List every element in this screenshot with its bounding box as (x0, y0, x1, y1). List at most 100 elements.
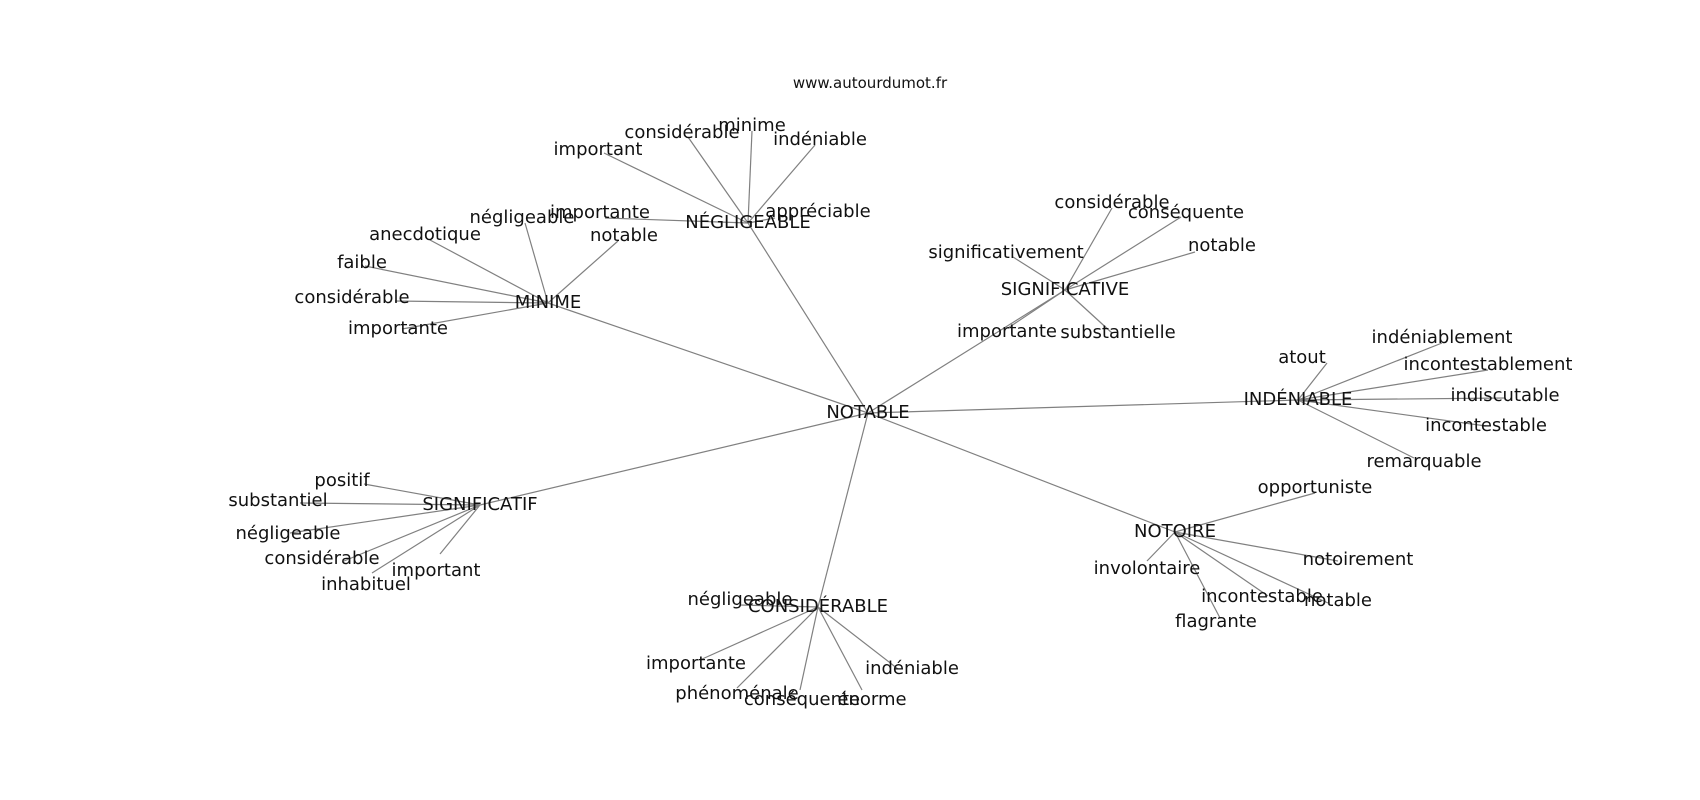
node-leaf-notoire-incontestable[interactable]: incontestable (1201, 586, 1323, 607)
edge-indeniable-remarquable (1297, 399, 1415, 459)
edge-notable-significative (867, 289, 1066, 414)
node-leaf-significative-considerable[interactable]: considérable (1054, 192, 1169, 213)
edge-notable-notoire (867, 412, 1176, 533)
edge-notable-negligeable (747, 222, 869, 414)
edge-negligeable-indeniable (747, 144, 816, 224)
node-leaf-notoire-notoirement[interactable]: notoirement (1303, 549, 1414, 570)
edge-indeniable-atout (1297, 362, 1328, 401)
node-leaf-minime-faible[interactable]: faible (337, 252, 387, 273)
node-hub-negligeable[interactable]: NÉGLIGEABLE (685, 211, 811, 233)
edge-significatif-inhabituel (371, 504, 481, 574)
graph-edges (289, 130, 1506, 691)
edge-significatif-considerable (343, 504, 481, 562)
edge-minime-anecdotique (429, 239, 549, 304)
edge-significative-consequente (1064, 216, 1182, 291)
node-center-notable[interactable]: NOTABLE (826, 402, 909, 423)
edge-significatif-positif (363, 483, 481, 506)
node-leaf-significative-notable[interactable]: notable (1188, 235, 1256, 256)
node-hub-notoire[interactable]: NOTOIRE (1134, 521, 1216, 542)
node-leaf-significative-significativement[interactable]: significativement (928, 242, 1083, 263)
node-leaf-considerable-consequente[interactable]: conséquente (744, 689, 860, 710)
node-leaf-significatif-inhabituel[interactable]: inhabituel (321, 574, 411, 595)
node-leaf-indeniable-incontestablement[interactable]: incontestablement (1404, 354, 1573, 375)
node-leaf-considerable-enorme[interactable]: énorme (837, 689, 906, 710)
edge-notable-considerable (817, 412, 869, 608)
node-hub-minime[interactable]: MINIME (515, 292, 582, 313)
edge-negligeable-considerable (687, 136, 749, 224)
node-leaf-significatif-considerable[interactable]: considérable (264, 548, 379, 569)
edge-negligeable-minime (747, 130, 753, 224)
node-leaf-minime-considerable[interactable]: considérable (294, 287, 409, 308)
node-leaf-indeniable-indiscutable[interactable]: indiscutable (1450, 385, 1559, 406)
node-leaf-significatif-substantiel[interactable]: substantiel (228, 490, 327, 511)
edge-minime-considerable (394, 300, 549, 304)
edge-significatif-important (439, 504, 481, 555)
node-leaf-indeniable-indeniablement[interactable]: indéniablement (1372, 327, 1513, 348)
node-leaf-significatif-positif[interactable]: positif (314, 470, 370, 491)
edge-notoire-opportuniste (1174, 492, 1316, 533)
edge-considerable-phenomenale (736, 606, 819, 689)
edge-considerable-indeniable (817, 606, 899, 670)
edge-notoire-notable (1174, 531, 1329, 604)
edge-minime-importante (401, 302, 549, 330)
edge-indeniable-indiscutable (1297, 397, 1506, 401)
node-leaf-indeniable-incontestable[interactable]: incontestable (1425, 415, 1547, 436)
node-leaf-notoire-opportuniste[interactable]: opportuniste (1258, 477, 1373, 498)
edge-notable-significatif (479, 412, 869, 506)
node-leaf-notoire-involontaire[interactable]: involontaire (1094, 558, 1201, 579)
node-leaf-negligeable-important[interactable]: important (554, 139, 643, 160)
node-leaf-significatif-negligeable[interactable]: négligeable (236, 523, 341, 544)
edge-significative-considerable (1064, 207, 1113, 291)
site-watermark: www.autourdumot.fr (793, 74, 948, 92)
edge-minime-faible (364, 265, 549, 304)
edge-notoire-incontestable (1174, 531, 1269, 597)
node-leaf-minime-anecdotique[interactable]: anecdotique (369, 224, 481, 245)
node-leaf-negligeable-indeniable[interactable]: indéniable (773, 129, 867, 150)
node-leaf-notoire-notable[interactable]: notable (1304, 590, 1372, 611)
edge-minime-notable (547, 240, 619, 304)
node-leaf-negligeable-appreciable[interactable]: appréciable (765, 201, 870, 222)
edge-notable-minime (547, 302, 869, 414)
node-leaf-significative-substantielle[interactable]: substantielle (1060, 322, 1175, 343)
edge-indeniable-indeniablement (1297, 342, 1443, 401)
edge-considerable-consequente (799, 606, 819, 691)
node-leaf-negligeable-considerable[interactable]: considérable (624, 122, 739, 143)
edge-minime-negligeable (524, 222, 549, 304)
edge-negligeable-appreciable (747, 217, 776, 224)
edge-notoire-flagrante (1174, 531, 1221, 619)
edge-considerable-negligeable (739, 604, 819, 608)
edge-notable-indeniable (867, 399, 1299, 414)
node-leaf-considerable-importante[interactable]: importante (646, 653, 746, 674)
node-leaf-negligeable-minime[interactable]: minime (718, 115, 786, 136)
node-hub-considerable[interactable]: CONSIDÉRABLE (748, 595, 888, 617)
edge-indeniable-incontestablement (1297, 369, 1489, 401)
edge-significative-significativement (1012, 256, 1066, 291)
node-leaf-minime-importante[interactable]: importante (348, 318, 448, 339)
node-hub-significative[interactable]: SIGNIFICATIVE (1001, 279, 1130, 300)
node-leaf-significative-consequente[interactable]: conséquente (1128, 202, 1244, 223)
node-leaf-considerable-indeniable[interactable]: indéniable (865, 658, 959, 679)
node-leaf-significative-importante[interactable]: importante (957, 321, 1057, 342)
edge-considerable-importante (699, 606, 819, 661)
node-hub-indeniable[interactable]: INDÉNIABLE (1244, 388, 1353, 410)
node-hub-significatif[interactable]: SIGNIFICATIF (422, 494, 537, 515)
node-leaf-considerable-phenomenale[interactable]: phénoménale (675, 683, 798, 704)
node-leaf-indeniable-remarquable[interactable]: remarquable (1366, 451, 1481, 472)
edge-considerable-enorme (817, 606, 863, 691)
node-leaf-considerable-negligeable[interactable]: négligeable (688, 589, 793, 610)
edge-negligeable-important (603, 152, 749, 224)
node-leaf-minime-notable[interactable]: notable (590, 225, 658, 246)
edge-significatif-negligeable (289, 504, 481, 534)
node-leaf-indeniable-atout[interactable]: atout (1278, 347, 1326, 368)
edge-notoire-notoirement (1174, 531, 1339, 562)
edge-indeniable-incontestable (1297, 399, 1487, 427)
node-leaf-notoire-flagrante[interactable]: flagrante (1175, 611, 1257, 632)
edge-significative-substantielle (1064, 289, 1113, 334)
edge-significatif-substantiel (299, 502, 481, 506)
graph-labels: www.autourdumot.fr NOTABLE NÉGLIGEABLE imp… (228, 74, 1572, 710)
node-leaf-negligeable-importante[interactable]: importante (550, 202, 650, 223)
node-leaf-significatif-important[interactable]: important (392, 560, 481, 581)
node-leaf-minime-negligeable[interactable]: négligeable (470, 207, 575, 228)
edge-significative-importante (1007, 289, 1066, 329)
